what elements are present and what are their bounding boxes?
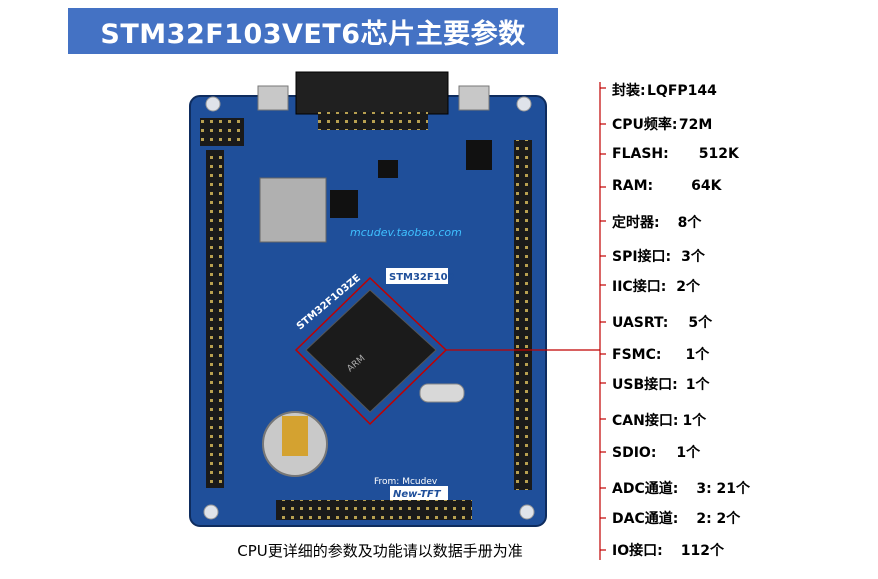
- mount-hole: [519, 504, 535, 520]
- chip-highlight: [294, 276, 448, 426]
- param-item: IIC接口:2个: [612, 279, 701, 295]
- ic-chip: [378, 160, 398, 178]
- sd-card-slot: [259, 177, 327, 243]
- footer-note: CPU更详细的参数及功能请以数据手册为准: [237, 542, 523, 560]
- battery-clip: [282, 416, 308, 456]
- param-item: SDIO:1个: [612, 445, 701, 461]
- mcu-chip: [305, 289, 437, 413]
- model-text: New-TFT: [393, 489, 442, 500]
- small-header: [200, 118, 244, 146]
- param-item: DAC通道:2: 2个: [612, 511, 741, 527]
- crystal: [419, 383, 465, 403]
- bracket-ticks: [600, 87, 606, 551]
- title-bar: STM32F103VET6芯片主要参数: [68, 8, 558, 54]
- param-item: ADC通道:3: 21个: [612, 481, 751, 497]
- param-item: UASRT:5个: [612, 315, 713, 331]
- jtag-pins: [318, 112, 428, 130]
- model-box: [390, 486, 448, 500]
- param-item: IO接口:112个: [612, 543, 724, 559]
- page-title: STM32F103VET6芯片主要参数: [100, 18, 526, 50]
- param-item: RAM:64K: [612, 178, 722, 194]
- ic-chip: [330, 190, 358, 218]
- param-item: 定时器:8个: [612, 215, 702, 231]
- param-item: FSMC:1个: [612, 347, 710, 363]
- jtag-connector: [295, 71, 449, 115]
- bottom-pin-header: [276, 500, 472, 520]
- board-logo-text: STM32F103: [389, 272, 455, 283]
- site-text: mcudev.taobao.com: [350, 226, 462, 239]
- ic-chip: [466, 140, 492, 170]
- left-pin-header: [206, 150, 224, 488]
- param-item: CPU频率: 72M: [612, 117, 713, 133]
- usb-port-right: [458, 85, 490, 111]
- right-pin-header: [514, 140, 532, 490]
- mount-hole: [203, 504, 219, 520]
- param-item: 封装: LQFP144: [612, 83, 717, 99]
- mount-hole: [205, 96, 221, 112]
- usb-port-left: [257, 85, 289, 111]
- logo-box: [386, 268, 448, 284]
- mount-hole: [516, 96, 532, 112]
- param-item: SPI接口:3个: [612, 249, 705, 265]
- param-item: CAN接口:1个: [612, 413, 707, 429]
- param-item: FLASH:512K: [612, 146, 739, 162]
- from-text: From: Mcudev: [374, 477, 438, 487]
- param-item: USB接口:1个: [612, 377, 710, 393]
